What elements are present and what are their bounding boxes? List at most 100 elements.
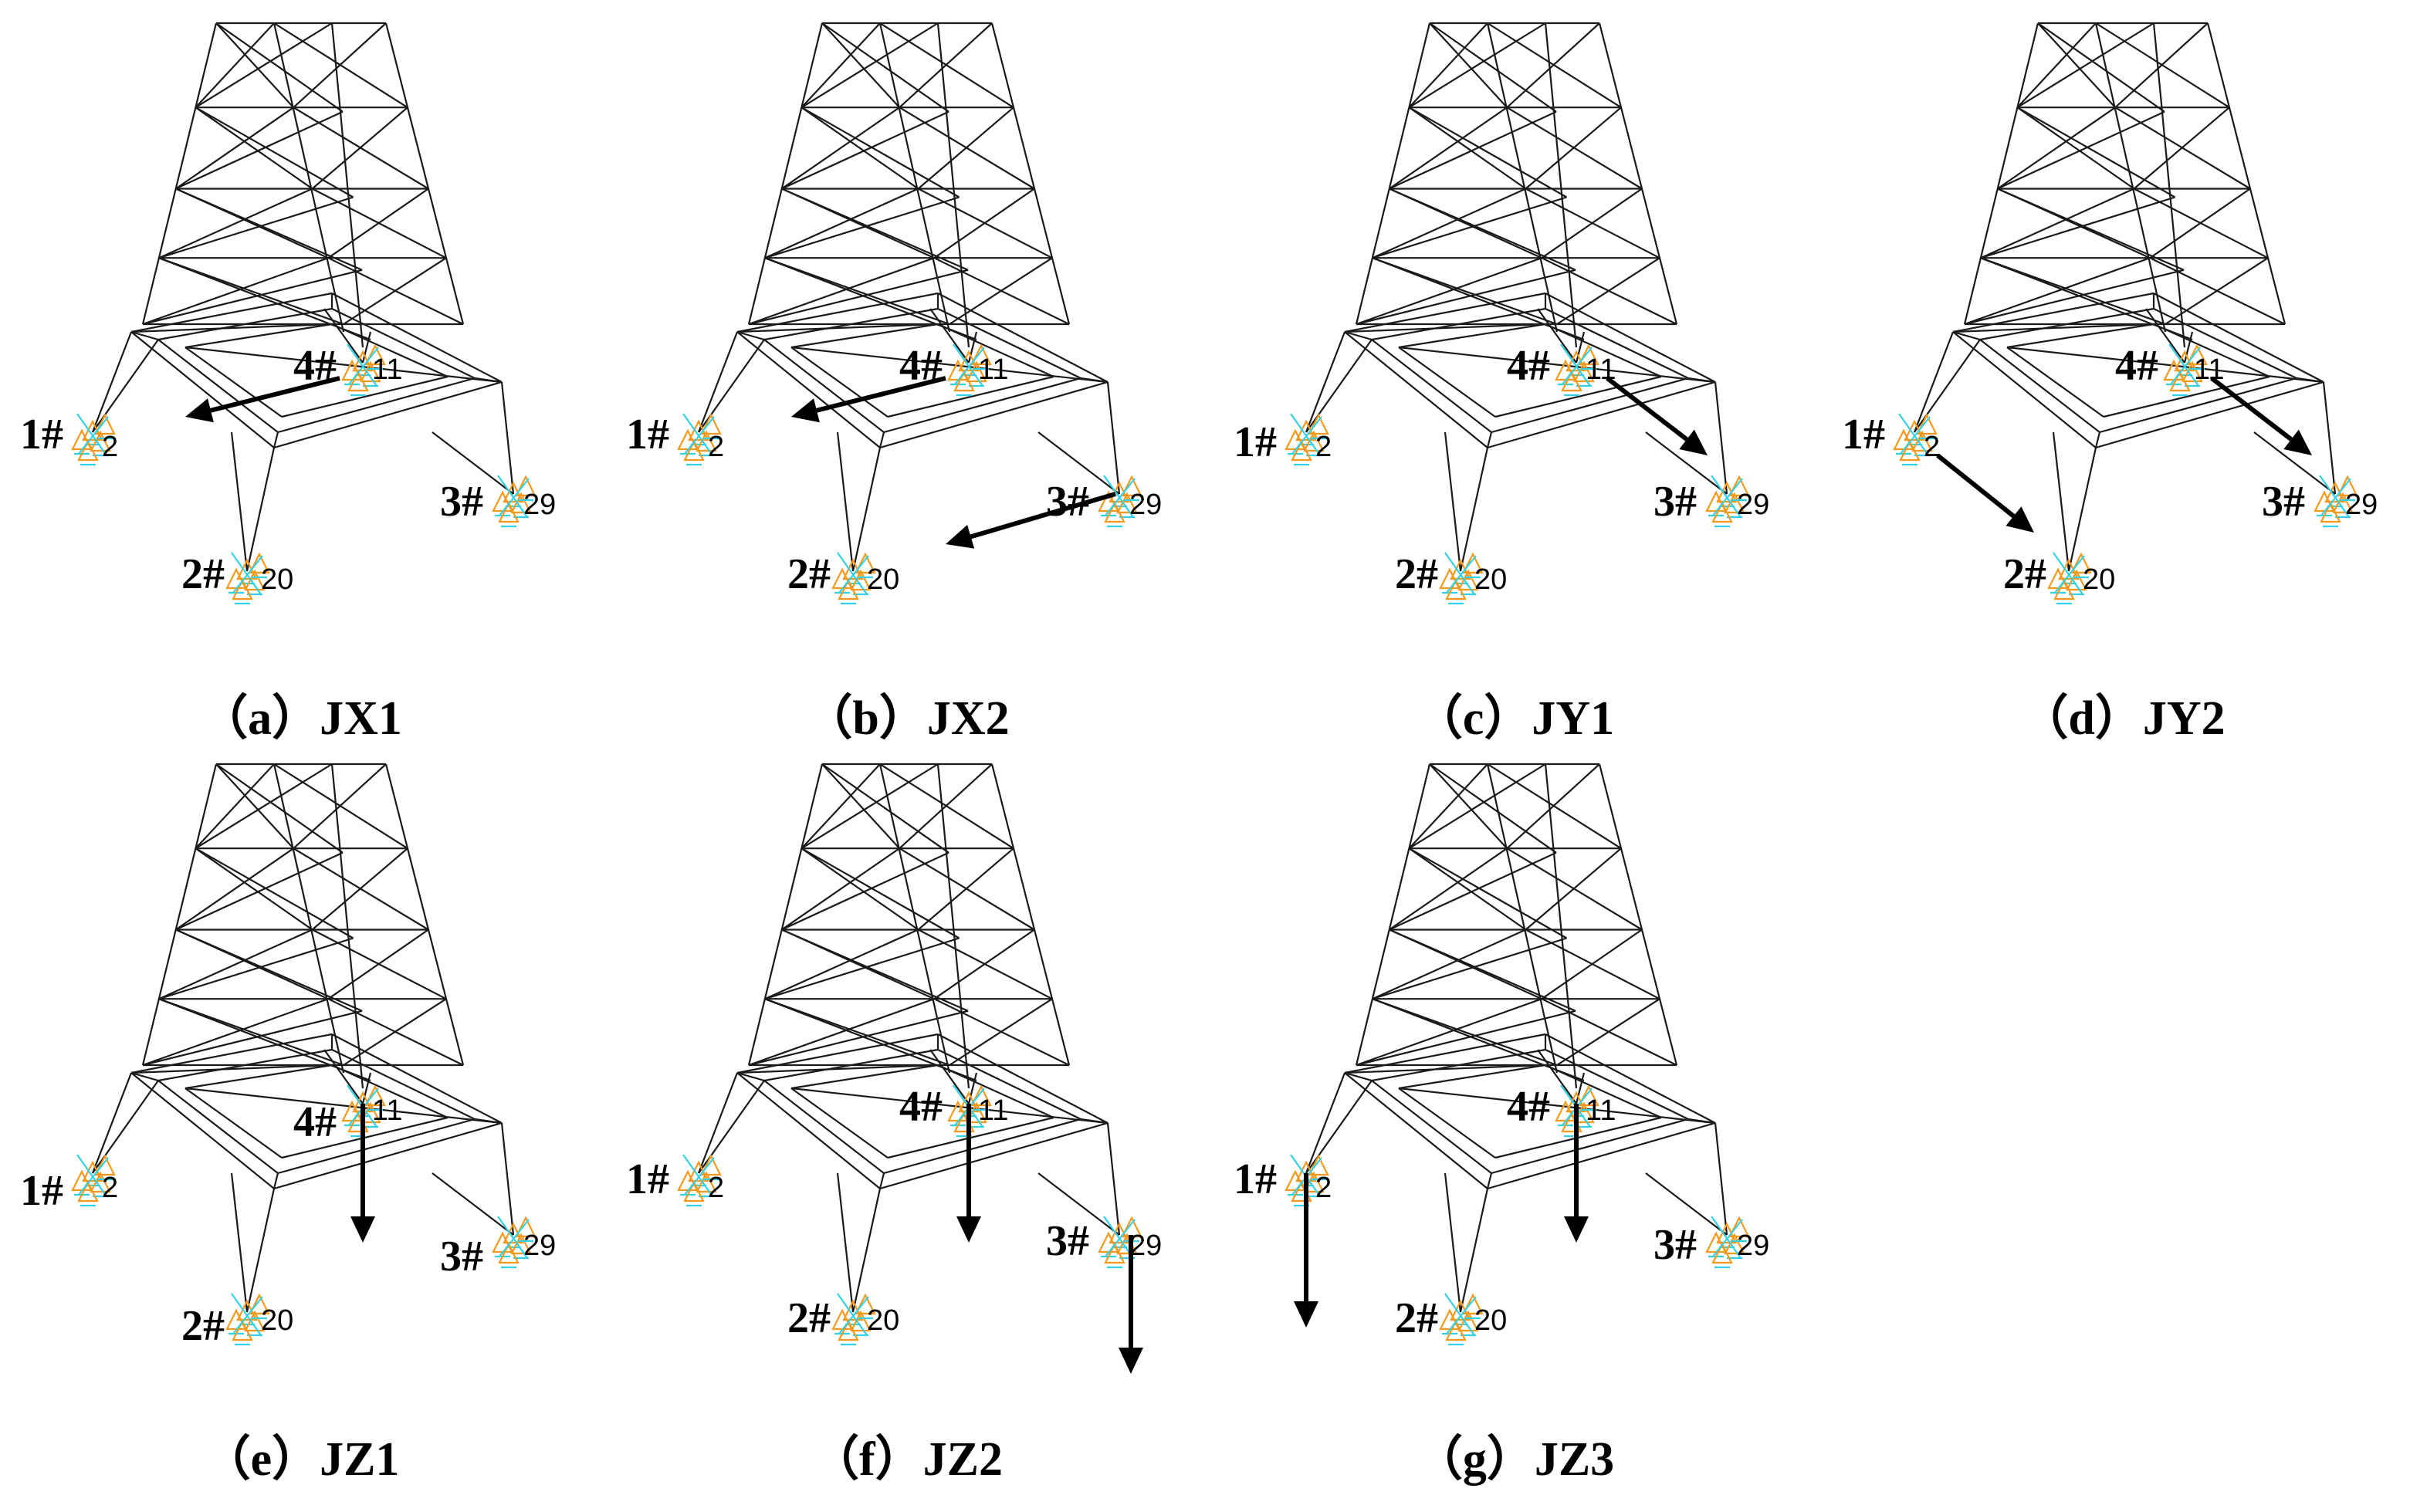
tower-member bbox=[1714, 381, 1728, 495]
tower-member bbox=[990, 763, 1071, 1066]
tower-member bbox=[821, 763, 901, 849]
node-number-1: 2 bbox=[708, 1172, 725, 1204]
load-arrow bbox=[2210, 376, 2312, 455]
support-label-3: 3# bbox=[440, 1233, 483, 1280]
tower-member bbox=[801, 847, 960, 939]
node-number-2: 20 bbox=[1474, 563, 1508, 596]
tower-member bbox=[215, 763, 344, 854]
tower-member bbox=[1408, 847, 1568, 939]
tower-member bbox=[748, 257, 935, 326]
tower-member bbox=[1952, 323, 2154, 333]
tower-diagram bbox=[1285, 763, 1750, 1346]
tower-member bbox=[2016, 107, 2135, 190]
tower-member bbox=[763, 339, 885, 433]
tower-member bbox=[331, 1033, 503, 1124]
tower-member bbox=[2183, 331, 2194, 364]
node-number-3: 29 bbox=[1129, 1230, 1163, 1262]
node-number-4: 11 bbox=[372, 353, 403, 386]
support-label-2: 2# bbox=[1395, 1294, 1438, 1342]
tower-member bbox=[245, 1188, 276, 1313]
tower-member bbox=[158, 188, 313, 259]
tower-member bbox=[1356, 1010, 1576, 1067]
tower-member bbox=[1305, 339, 1373, 433]
tower-member bbox=[736, 1071, 765, 1082]
support-symbol-1 bbox=[71, 413, 116, 466]
tower-member bbox=[293, 22, 387, 109]
tower-member bbox=[1371, 1048, 1546, 1082]
support-label-4: 4# bbox=[899, 1083, 943, 1131]
support-label-3: 3# bbox=[440, 478, 483, 526]
load-arrow-head bbox=[791, 398, 820, 423]
tower-member bbox=[1486, 22, 1559, 333]
tower-lattice bbox=[1305, 763, 1728, 1313]
tower-member bbox=[1444, 1172, 1462, 1313]
load-arrow bbox=[350, 1104, 375, 1243]
node-number-3: 29 bbox=[2345, 489, 2378, 521]
tower-member bbox=[790, 347, 889, 418]
tower-member bbox=[158, 929, 313, 1000]
tower-member bbox=[1371, 1080, 1492, 1174]
tower-member bbox=[195, 763, 333, 850]
tower-member bbox=[2322, 381, 2337, 495]
tower-member bbox=[1525, 107, 1622, 190]
tower-member bbox=[272, 763, 345, 1074]
tower-member bbox=[1356, 257, 1542, 326]
tower-member bbox=[273, 381, 503, 449]
tower-member bbox=[175, 188, 363, 271]
tower-member bbox=[1979, 307, 2154, 341]
tower-member bbox=[1556, 998, 1660, 1066]
tower-member bbox=[821, 22, 901, 108]
tower-member bbox=[130, 1033, 333, 1074]
tower-member bbox=[790, 1064, 939, 1090]
tower-member bbox=[384, 763, 465, 1066]
tower-member bbox=[748, 998, 935, 1067]
tower-member bbox=[141, 22, 218, 325]
tower-diagram bbox=[1893, 22, 2358, 605]
tower-member bbox=[1487, 381, 1716, 449]
tower-member bbox=[215, 22, 344, 113]
tower-member bbox=[281, 375, 448, 418]
support-symbol-2 bbox=[2047, 552, 2092, 605]
tower-member bbox=[1491, 377, 1689, 434]
support-label-2: 2# bbox=[1395, 550, 1438, 598]
tower-member bbox=[1371, 307, 1546, 341]
node-number-1: 2 bbox=[1315, 431, 1332, 463]
tower-member bbox=[1545, 1064, 1662, 1119]
support-label-2: 2# bbox=[787, 550, 831, 598]
tower-member bbox=[1545, 1049, 1689, 1120]
tower-member bbox=[331, 1064, 448, 1119]
tower-lattice bbox=[1913, 22, 2337, 572]
tower-member bbox=[2006, 323, 2154, 349]
tower-member bbox=[1598, 763, 1678, 1066]
support-symbol-3 bbox=[492, 475, 536, 528]
tower-member bbox=[836, 1172, 855, 1313]
tower-member bbox=[1487, 1121, 1716, 1190]
tower-lattice bbox=[697, 22, 1121, 572]
tower-member bbox=[130, 323, 333, 333]
node-number-4: 11 bbox=[1586, 1094, 1616, 1127]
tower-member bbox=[1344, 292, 1546, 333]
panel-caption: （f）JZ2 bbox=[811, 1433, 1003, 1486]
tower-member bbox=[2253, 431, 2336, 495]
tower-member bbox=[2153, 323, 2270, 378]
support-label-1: 1# bbox=[20, 1167, 63, 1215]
load-arrow-head bbox=[350, 1216, 375, 1243]
tower-member bbox=[899, 763, 993, 850]
tower-member bbox=[801, 107, 960, 198]
tower-member bbox=[748, 1010, 969, 1067]
tower-member bbox=[1398, 347, 1496, 418]
tower-member bbox=[1408, 847, 1527, 931]
tower-member bbox=[781, 851, 949, 931]
node-number-1: 2 bbox=[102, 1172, 119, 1204]
tower-member bbox=[1408, 22, 1488, 108]
tower-member bbox=[157, 1048, 333, 1082]
tower-member bbox=[92, 1080, 159, 1174]
tower-member bbox=[879, 1121, 1109, 1190]
support-symbol-2 bbox=[225, 552, 270, 605]
node-number-3: 29 bbox=[1129, 489, 1163, 521]
tower-member bbox=[821, 763, 949, 854]
support-symbol-4 bbox=[341, 343, 386, 397]
tower-member bbox=[1997, 110, 2165, 190]
tower-member bbox=[175, 847, 294, 931]
tower-member bbox=[1398, 1087, 1496, 1159]
